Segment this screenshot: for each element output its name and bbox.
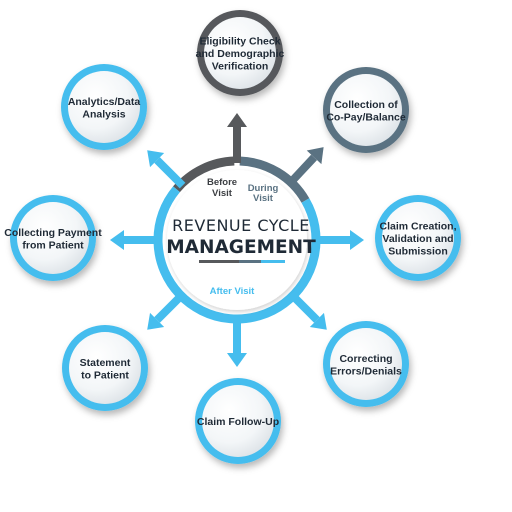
phase-before-line1: Before: [207, 177, 237, 188]
arrow-shaft: [286, 154, 317, 187]
phase-before-line2: Visit: [212, 188, 233, 199]
step-node-disc: [382, 202, 454, 274]
arrow-head: [309, 312, 327, 330]
step-node-disc: [17, 202, 89, 274]
step-node-label: Co-Pay/Balance: [326, 111, 406, 123]
step-node-label: Correcting: [339, 353, 392, 365]
arrow-head: [110, 230, 124, 250]
arrow-head: [227, 353, 247, 367]
arrow-shaft: [154, 291, 186, 323]
ring-arc-during: [239, 156, 310, 203]
arrow-head: [227, 113, 247, 127]
step-node-label: from Patient: [22, 239, 84, 251]
step-node-label: and Demographic: [196, 48, 285, 60]
arrow-head: [350, 230, 364, 250]
title-underline-gray: [199, 260, 239, 263]
step-node-disc: [330, 328, 402, 400]
step-node-disc: [69, 332, 141, 404]
step-node-label: Statement: [80, 357, 131, 369]
center-disc: [167, 170, 307, 310]
phase-during-line1: During: [248, 183, 279, 194]
arrows-layer: [110, 113, 364, 367]
step-node-label: Collection of: [334, 99, 398, 111]
step-node-label: Validation and: [382, 233, 453, 245]
arrow-head: [147, 150, 165, 168]
step-node-label: Verification: [212, 61, 269, 73]
step-node-label: Claim Follow-Up: [197, 416, 279, 428]
step-node-disc: [68, 71, 140, 143]
center-title-line2: MANAGEMENT: [166, 237, 316, 258]
title-underline-blue: [261, 260, 285, 263]
arrow-head: [306, 147, 324, 165]
step-node-label: Submission: [388, 246, 448, 258]
step-node-label: to Patient: [81, 369, 129, 381]
step-node: Claim Follow-Up: [195, 378, 281, 464]
center-title-line1: REVENUE CYCLE: [172, 216, 310, 235]
step-node-label: Analytics/Data: [68, 96, 141, 108]
step-node-label: Claim Creation,: [379, 221, 456, 233]
phase-after: After Visit: [210, 286, 256, 297]
step-node-disc: [204, 17, 276, 89]
step-node-label: Errors/Denials: [330, 365, 402, 377]
arrow-shaft: [154, 157, 186, 189]
arrow-head: [147, 312, 165, 330]
step-node-label: Analysis: [82, 108, 125, 120]
phase-during-line2: Visit: [253, 193, 274, 204]
arrow-shaft: [288, 291, 320, 323]
title-underline-slate: [239, 260, 261, 263]
step-node-label: Eligibility Check: [199, 36, 280, 48]
step-node-disc: [202, 385, 274, 457]
step-node-label: Collecting Payment: [4, 227, 102, 239]
step-node-disc: [330, 74, 402, 146]
